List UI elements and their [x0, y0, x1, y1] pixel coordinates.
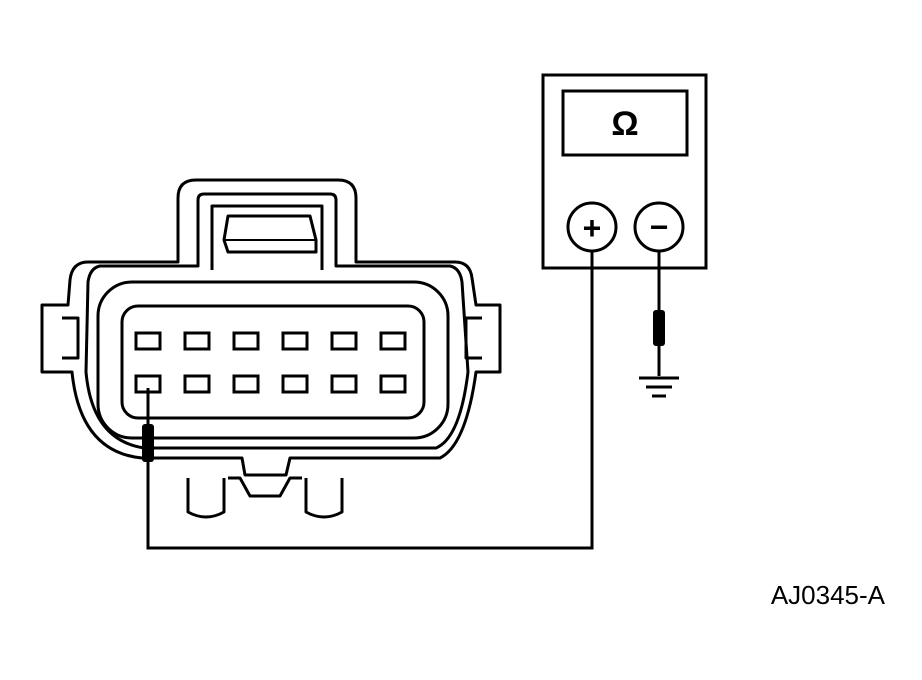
- test-leads: [146, 251, 661, 550]
- terminal-12: [379, 374, 407, 394]
- terminal-4: [281, 331, 309, 351]
- terminal-10: [281, 374, 309, 394]
- positive-jack-label: +: [583, 210, 602, 246]
- connector-inner-frame: [96, 280, 450, 440]
- multimeter: Ω + −: [541, 73, 708, 270]
- probe-handles: [142, 310, 665, 462]
- terminal-8: [183, 374, 211, 394]
- terminal-5: [330, 331, 358, 351]
- terminal-grid: [134, 331, 407, 394]
- ground-icon: [639, 376, 679, 398]
- positive-test-lead: [146, 251, 594, 550]
- ohm-symbol: Ω: [611, 105, 638, 143]
- latch-tab: [222, 214, 318, 254]
- terminal-6: [379, 331, 407, 351]
- terminal-1: [134, 331, 162, 351]
- terminal-11: [330, 374, 358, 394]
- connector-inner-shell: [84, 192, 470, 450]
- connector: [40, 178, 502, 519]
- bottom-tab: [228, 476, 302, 498]
- figure-id: AJ0345-A: [771, 580, 886, 610]
- terminal-3: [232, 331, 260, 351]
- latch-opening: [210, 204, 324, 270]
- terminal-2: [183, 331, 211, 351]
- negative-jack-label: −: [650, 209, 669, 245]
- bottom-post-left: [186, 478, 226, 519]
- terminal-9: [232, 374, 260, 394]
- meter-display: [561, 89, 689, 157]
- positive-probe-handle: [142, 424, 154, 462]
- right-ear: [464, 316, 482, 360]
- terminal-cavity: [120, 304, 426, 420]
- bottom-post-right: [304, 478, 344, 519]
- negative-probe-handle: [653, 310, 665, 346]
- left-ear: [62, 316, 80, 360]
- connector-outer-shell: [40, 178, 502, 477]
